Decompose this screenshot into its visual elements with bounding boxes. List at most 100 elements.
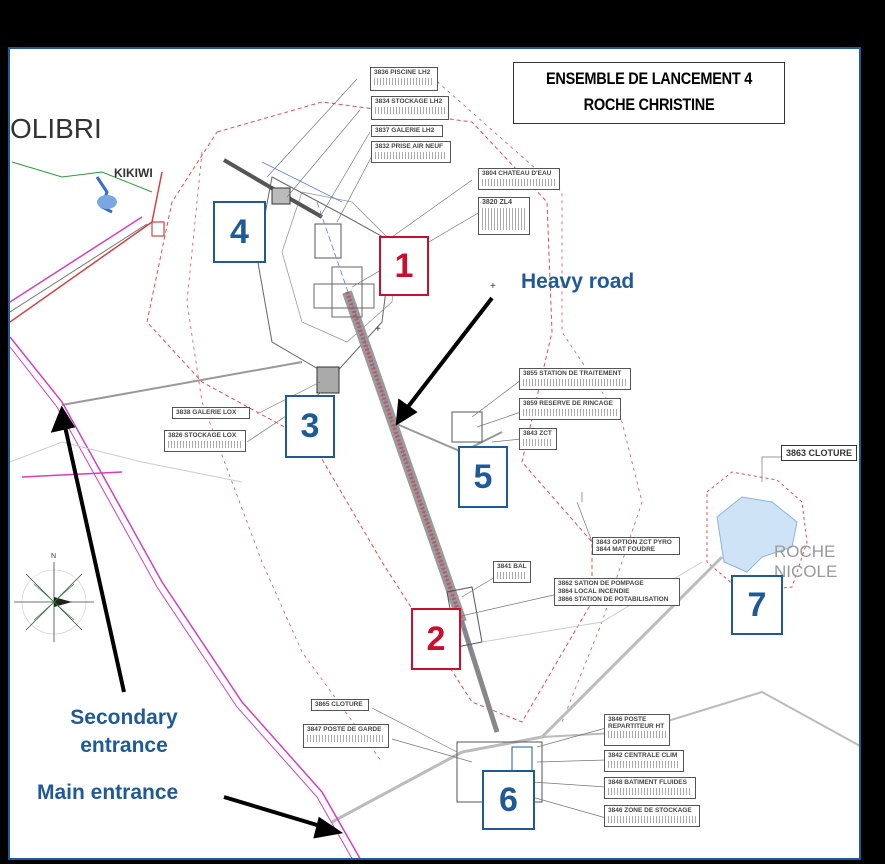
kikiwi-structure xyxy=(151,221,165,237)
road-west xyxy=(61,361,303,406)
label-prise-air: 3832 PRISE AIR NEUF xyxy=(371,141,451,163)
label-poste-garde-coords xyxy=(307,735,385,742)
label-station-traitement-text: 3855 STATION DE TRAITEMENT xyxy=(523,370,622,377)
boundary-rail xyxy=(10,336,361,858)
outer-boundary-left xyxy=(186,151,383,763)
label-zct: 3843 ZCT xyxy=(519,428,557,450)
label-batiment-fluides: 3848 BATIMENT FLUIDES xyxy=(604,777,696,799)
label-chateau-eau-text: 3804 CHATEAU D'EAU xyxy=(482,170,552,177)
callout-secondary-entrance: Secondary entrance xyxy=(60,704,188,760)
label-option-zct-text: 3843 OPTION ZCT PYRO xyxy=(596,539,672,546)
site-map: N + + xyxy=(8,47,861,860)
label-incendie-text: 3864 LOCAL INCENDIE xyxy=(558,588,630,595)
contour-line xyxy=(10,441,243,483)
label-poste-repartiteur-text-2: REPARTITEUR HT xyxy=(608,723,665,730)
site-number-7: 7 xyxy=(731,575,783,635)
label-zl4-coords xyxy=(482,208,526,230)
label-zct-text: 3843 ZCT xyxy=(523,430,552,437)
title-line-2: ROCHE CHRISTINE xyxy=(583,96,715,114)
station-traitement xyxy=(451,411,483,443)
roche-nicole-line-2: NICOLE xyxy=(774,562,838,581)
label-centrale-clim: 3842 CENTRALE CLIM xyxy=(604,750,684,772)
label-stockage-lh2-text: 3834 STOCKAGE LH2 xyxy=(375,98,443,105)
label-cloture-left: 3865 CLOTURE xyxy=(311,699,369,711)
label-zone-stockage: 3846 ZONE DE STOCKAGE xyxy=(604,805,700,827)
label-mat-foudre-text: 3844 MAT FOUDRE xyxy=(596,546,656,553)
rail-north-west xyxy=(10,216,143,303)
label-batiment-fluides-text: 3848 BATIMENT FLUIDES xyxy=(608,779,687,786)
label-zone-stockage-coords xyxy=(608,816,696,823)
label-bal: 3841 BAL xyxy=(493,561,531,583)
label-cloture-right: 3863 CLOTURE xyxy=(781,445,858,461)
roche-nicole-pond xyxy=(716,496,798,573)
kikiwi-pond xyxy=(97,195,117,209)
site-number-5: 5 xyxy=(458,446,508,508)
place-name-roche-nicole: ROCHE NICOLE xyxy=(774,542,837,582)
label-poste-garde-text: 3847 POSTE DE GARDE xyxy=(307,726,382,733)
label-poste-repartiteur-text-1: 3846 POSTE xyxy=(608,716,647,723)
road-north-west-2 xyxy=(10,223,148,313)
label-centrale-clim-text: 3842 CENTRALE CLIM xyxy=(608,752,678,759)
heavy-road-marker: + xyxy=(490,281,496,292)
label-pompage-text: 3862 SATION DE POMPAGE xyxy=(558,580,644,587)
road-north-west xyxy=(10,171,163,323)
building-fluides xyxy=(511,746,533,773)
label-reserve-rincage-text: 3859 RESERVE DE RINCAGE xyxy=(523,400,613,407)
callout-heavy-road: Heavy road xyxy=(521,270,635,293)
label-galerie-lh2-text: 3837 GALERIE LH2 xyxy=(375,127,435,134)
site-number-3: 3 xyxy=(285,395,335,458)
site-number-4: 4 xyxy=(213,201,266,263)
lh2-storage xyxy=(271,187,291,205)
svg-text:N: N xyxy=(51,553,56,560)
roche-nicole-fence xyxy=(706,471,808,593)
label-chateau-eau: 3804 CHATEAU D'EAU xyxy=(478,168,560,190)
label-stockage-lh2: 3834 STOCKAGE LH2 xyxy=(371,96,449,120)
label-stockage-lox-coords xyxy=(168,441,242,448)
launch-pad xyxy=(313,283,375,309)
site-number-2: 2 xyxy=(411,608,461,670)
label-piscine-coords xyxy=(374,78,434,85)
label-stockage-lh2-coords xyxy=(375,107,445,114)
map-drawing: N + + xyxy=(10,76,859,858)
label-zone-stockage-text: 3846 ZONE DE STOCKAGE xyxy=(608,807,692,814)
label-station-traitement: 3855 STATION DE TRAITEMENT xyxy=(519,368,631,390)
dimension-line xyxy=(316,201,473,653)
label-batiment-fluides-coords xyxy=(608,788,692,795)
callout-main-entrance: Main entrance xyxy=(37,781,179,804)
label-galerie-lox-text: 3838 GALERIE LOX xyxy=(176,409,237,416)
label-prise-air-coords xyxy=(375,152,447,159)
label-poste-garde: 3847 POSTE DE GARDE xyxy=(303,724,389,748)
label-stockage-lox: 3826 STOCKAGE LOX xyxy=(164,430,246,452)
label-piscine-text: 3836 PISCINE LH2 xyxy=(374,69,431,76)
label-potabilisation-text: 3866 STATION DE POTABILISATION xyxy=(558,596,669,603)
site-number-6: 6 xyxy=(482,770,535,830)
label-bal-coords xyxy=(497,572,527,579)
launch-zone-inner xyxy=(281,191,398,343)
site-fence xyxy=(146,101,593,723)
label-reserve-rincage: 3859 RESERVE DE RINCAGE xyxy=(519,398,621,420)
pad-marker: + xyxy=(375,324,381,335)
road-main xyxy=(331,555,724,824)
label-zl4-text: 3820 ZL4 xyxy=(482,199,512,206)
secondary-entrance-line-2: entrance xyxy=(80,734,168,757)
label-bal-text: 3841 BAL xyxy=(497,563,527,570)
edge-mark xyxy=(877,218,885,222)
label-piscine: 3836 PISCINE LH2 xyxy=(370,67,438,91)
dimension-line-lh2 xyxy=(261,161,343,203)
building-zl4 xyxy=(314,223,342,259)
place-name-olibri: OLIBRI xyxy=(10,113,102,144)
label-chateau-eau-coords xyxy=(482,179,556,186)
label-cloture-left-text: 3865 CLOTURE xyxy=(315,701,363,708)
place-name-kikiwi: KIKIWI xyxy=(114,166,153,180)
callout-arrows xyxy=(50,296,494,839)
label-poste-repartiteur-coords xyxy=(608,731,666,738)
launch-pad-core xyxy=(331,266,363,318)
label-zct-coords xyxy=(523,439,553,446)
label-centrale-clim-coords xyxy=(608,761,680,768)
pink-line-west xyxy=(21,471,123,478)
label-reserve-rincage-coords xyxy=(523,409,617,416)
road-east-south xyxy=(541,690,859,747)
